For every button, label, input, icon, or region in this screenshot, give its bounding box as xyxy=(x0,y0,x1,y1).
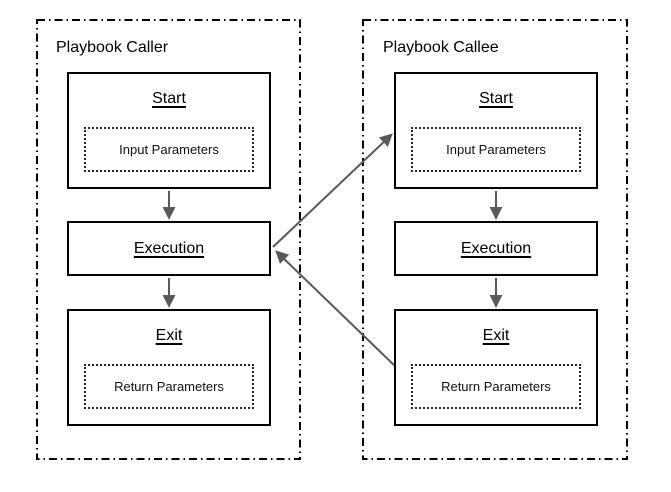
caller-exit-box: Exit Return Parameters xyxy=(67,309,271,426)
callee-execution-title: Execution xyxy=(461,239,531,258)
callee-start-title-text: Start xyxy=(479,90,513,107)
arrow-caller-execution-to-callee-start xyxy=(272,133,393,248)
callee-start-title: Start xyxy=(396,89,596,108)
callee-container-title: Playbook Callee xyxy=(383,39,499,56)
callee-return-parameters-box: Return Parameters xyxy=(411,364,581,409)
caller-container-title: Playbook Caller xyxy=(56,39,169,56)
caller-return-parameters-box: Return Parameters xyxy=(84,364,254,409)
caller-input-parameters-box: Input Parameters xyxy=(84,127,254,172)
caller-return-parameters-label: Return Parameters xyxy=(114,379,224,394)
caller-start-title: Start xyxy=(69,89,269,108)
caller-start-title-text: Start xyxy=(152,90,186,107)
caller-start-box: Start Input Parameters xyxy=(67,72,271,189)
caller-execution-title: Execution xyxy=(134,239,204,258)
callee-execution-box: Execution xyxy=(394,221,598,276)
arrow-callee-exit-to-caller-execution xyxy=(275,250,396,367)
callee-container-border xyxy=(362,19,628,460)
callee-input-parameters-label: Input Parameters xyxy=(446,142,546,157)
caller-container-border xyxy=(36,19,301,460)
callee-exit-title-text: Exit xyxy=(482,327,510,344)
caller-exit-title-text: Exit xyxy=(155,327,183,344)
caller-input-parameters-label: Input Parameters xyxy=(119,142,219,157)
callee-exit-title: Exit xyxy=(396,326,596,345)
callee-exit-box: Exit Return Parameters xyxy=(394,309,598,426)
callee-return-parameters-label: Return Parameters xyxy=(441,379,551,394)
caller-exit-title: Exit xyxy=(69,326,269,345)
caller-execution-title-text: Execution xyxy=(133,240,205,257)
callee-execution-title-text: Execution xyxy=(460,240,532,257)
callee-start-box: Start Input Parameters xyxy=(394,72,598,189)
caller-execution-box: Execution xyxy=(67,221,271,276)
callee-input-parameters-box: Input Parameters xyxy=(411,127,581,172)
